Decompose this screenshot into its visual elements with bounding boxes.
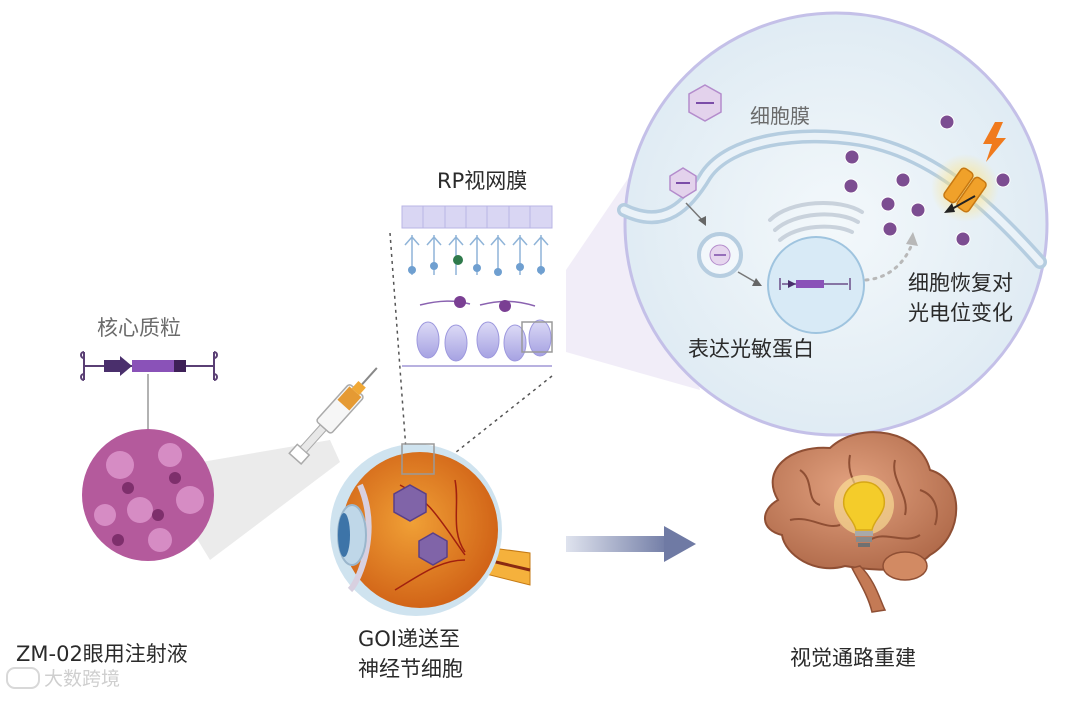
plasmid-in-nucleus-icon	[779, 278, 851, 290]
aav-particle-icon	[669, 167, 697, 199]
aav-capsid-icon	[82, 429, 214, 561]
restore-label: 细胞恢复对 光电位变化	[908, 268, 1013, 328]
express-label: 表达光敏蛋白	[688, 337, 814, 361]
retina-label: RP视网膜	[437, 169, 528, 193]
core-plasmid-icon	[80, 351, 218, 381]
delivery-label-line2: 神经节细胞	[358, 657, 463, 681]
opsin-channel-icon	[943, 167, 987, 213]
injection-label: ZM-02眼用注射液	[16, 642, 188, 666]
lightbulb-icon	[834, 475, 894, 547]
process-arrow	[566, 526, 696, 562]
watermark: 大数跨境	[6, 664, 120, 691]
golgi-apparatus	[768, 201, 864, 242]
eye-icon	[330, 443, 531, 616]
restore-label-line2: 光电位变化	[908, 301, 1013, 325]
lightning-icon	[983, 122, 1006, 162]
retina-panel	[401, 205, 553, 367]
aav-particle-icon	[688, 84, 722, 122]
vision-label: 视觉通路重建	[790, 646, 916, 670]
watermark-logo-icon	[6, 667, 40, 689]
syringe-icon	[288, 367, 378, 466]
delivery-label-line1: GOI递送至	[358, 627, 460, 651]
membrane-label: 细胞膜	[750, 104, 810, 128]
zoom-bubble	[623, 11, 1049, 437]
delivery-label: GOI递送至 神经节细胞	[358, 624, 463, 684]
plasmid-label: 核心质粒	[97, 316, 181, 340]
cation-ions	[843, 114, 1011, 247]
restore-label-line1: 细胞恢复对	[908, 271, 1013, 295]
